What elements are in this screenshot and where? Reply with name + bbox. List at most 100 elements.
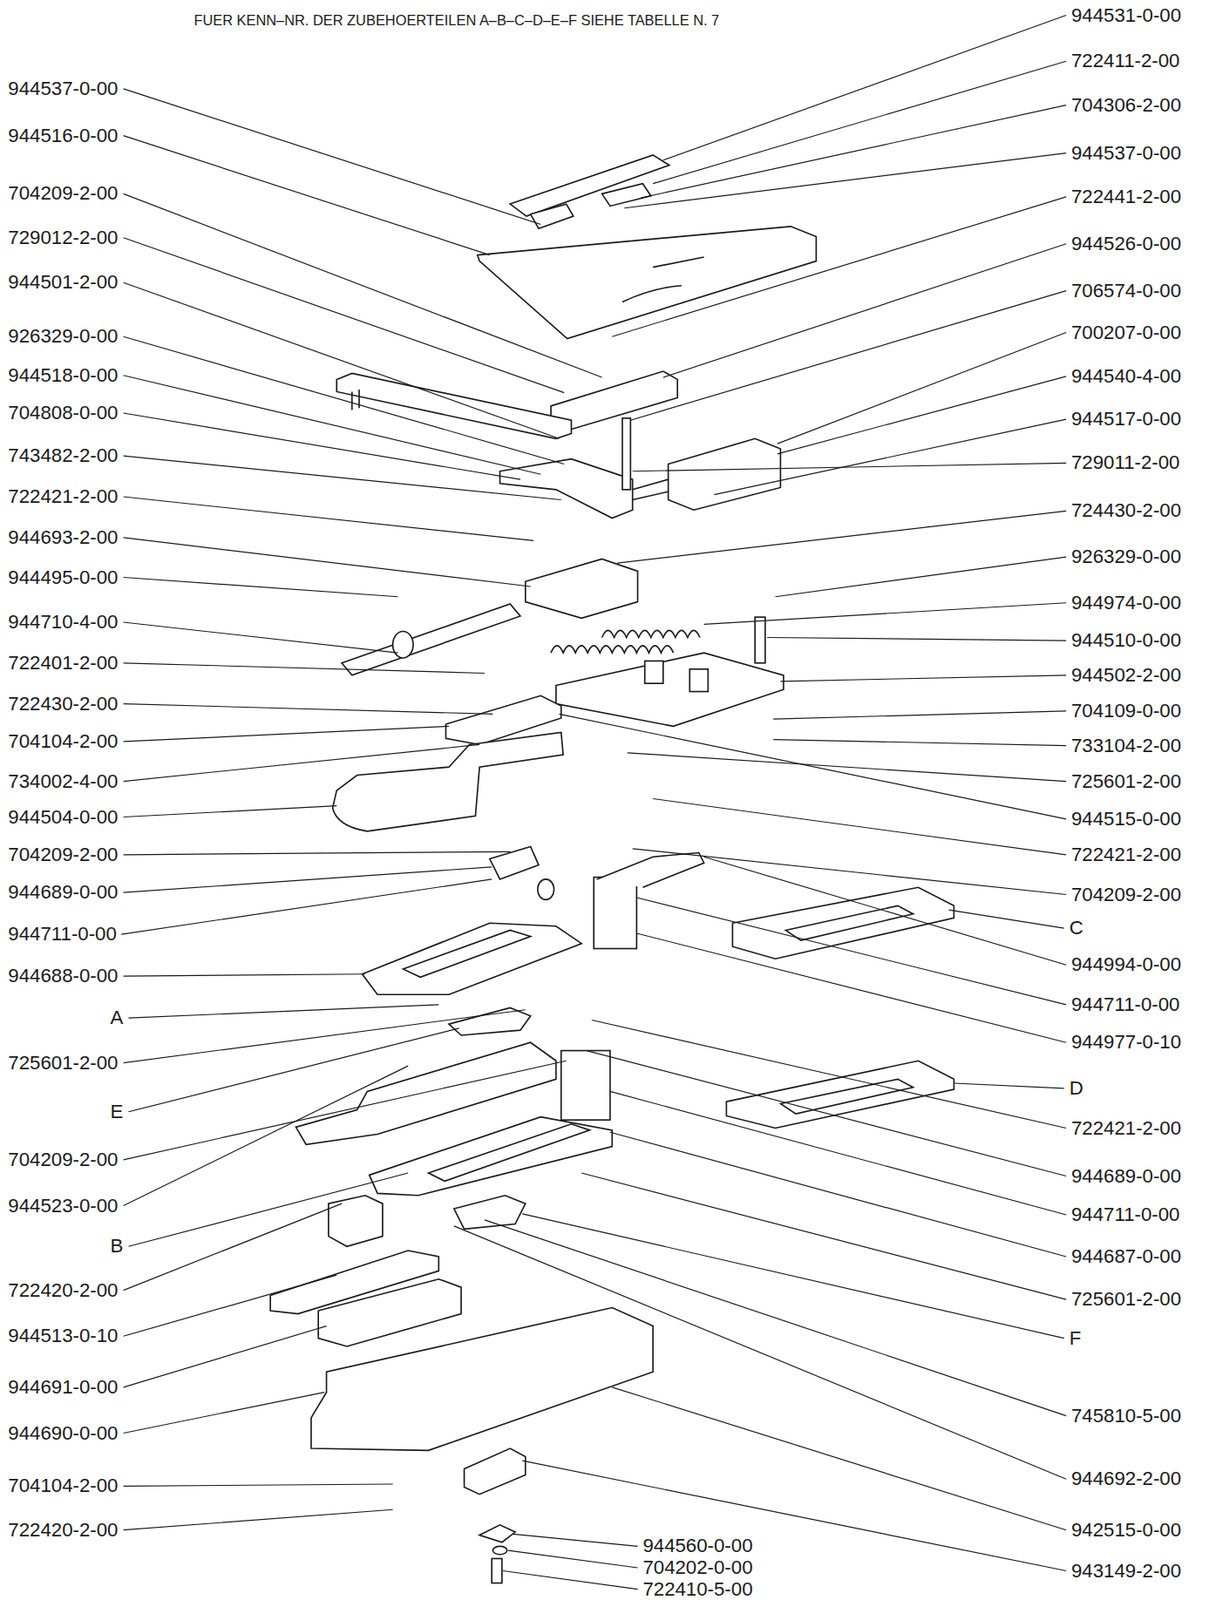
callout-number: 944515-0-00 bbox=[1071, 808, 1182, 829]
sheet-heading: FUER KENN–NR. DER ZUBEHOERTEILEN A–B–C–D… bbox=[193, 12, 720, 29]
leader-line bbox=[123, 1060, 567, 1161]
callout-number: 724430-2-00 bbox=[1071, 501, 1182, 522]
leader-line bbox=[704, 603, 1067, 625]
callout-number: 943149-2-00 bbox=[1071, 1561, 1182, 1582]
leader-line bbox=[123, 413, 521, 480]
leader-line bbox=[128, 1028, 459, 1113]
leader-line bbox=[636, 933, 1067, 1043]
callout-number: 944518-0-00 bbox=[7, 365, 118, 386]
callout-number: F bbox=[1069, 1328, 1082, 1349]
callout-number: 926329-0-00 bbox=[1071, 546, 1182, 567]
callout-number: 725601-2-00 bbox=[1071, 771, 1182, 792]
callout-number: 704109-0-00 bbox=[1071, 700, 1182, 721]
callout-number: 944687-0-00 bbox=[1071, 1246, 1182, 1267]
callout-number: 944690-0-00 bbox=[7, 1423, 118, 1444]
callout-number: 704202-0-00 bbox=[642, 1557, 753, 1578]
callout-number: 944689-0-00 bbox=[7, 882, 118, 903]
leader-line bbox=[773, 740, 1067, 747]
leader-line bbox=[636, 897, 1067, 1006]
callout-number: 743482-2-00 bbox=[7, 445, 118, 466]
callout-number: 944523-0-00 bbox=[7, 1195, 118, 1216]
callout-number: C bbox=[1069, 917, 1084, 938]
callout-number: 704104-2-00 bbox=[7, 731, 118, 752]
callout-number: 745810-5-00 bbox=[1071, 1405, 1182, 1427]
callout-number: 944495-0-00 bbox=[7, 567, 118, 588]
leader-line bbox=[123, 1392, 326, 1434]
leader-line bbox=[484, 1220, 1067, 1417]
callout-number: 722441-2-00 bbox=[1071, 186, 1182, 207]
callout-number: 944526-0-00 bbox=[1071, 233, 1182, 254]
callout-number: 729012-2-00 bbox=[7, 227, 118, 248]
callout-number: 722420-2-00 bbox=[7, 1520, 118, 1541]
callout-number: 722430-2-00 bbox=[7, 693, 118, 714]
leader-line bbox=[652, 61, 1067, 184]
callout-number: 944711-0-00 bbox=[7, 923, 116, 945]
leader-line bbox=[522, 1214, 1065, 1339]
leader-line bbox=[522, 1460, 1067, 1571]
callout-number: 704306-2-00 bbox=[1071, 95, 1182, 116]
callout-number: 722420-2-00 bbox=[7, 1280, 118, 1301]
callout-number: 944692-2-00 bbox=[1071, 1468, 1182, 1489]
leader-line bbox=[123, 851, 511, 856]
leader-line bbox=[123, 455, 562, 500]
callout-number: 725601-2-00 bbox=[7, 1052, 118, 1074]
callout-number: 722421-2-00 bbox=[1071, 1118, 1182, 1139]
leader-line bbox=[663, 15, 1067, 161]
leader-line bbox=[123, 1484, 394, 1487]
callout-number: 944710-4-00 bbox=[7, 611, 118, 632]
callout-number: D bbox=[1069, 1078, 1084, 1099]
callout-number: 944977-0-10 bbox=[1071, 1032, 1182, 1053]
callout-number: 944517-0-00 bbox=[1071, 408, 1182, 429]
leader-line bbox=[610, 1091, 1067, 1216]
leader-line bbox=[780, 675, 1067, 682]
callout-number: 706574-0-00 bbox=[1071, 280, 1182, 301]
leader-line bbox=[624, 153, 1067, 209]
callout-number: 704209-2-00 bbox=[1071, 884, 1182, 905]
leader-line bbox=[123, 1275, 338, 1337]
callout-number: 944516-0-00 bbox=[7, 125, 118, 146]
leader-line bbox=[123, 704, 494, 715]
callout-number: 944711-0-00 bbox=[1071, 1204, 1180, 1225]
leader-line bbox=[627, 753, 1067, 782]
callout-number: 944693-2-00 bbox=[7, 527, 118, 548]
callout-number: 725601-2-00 bbox=[1071, 1289, 1182, 1310]
leader-line bbox=[123, 193, 603, 378]
callout-number: 944501-2-00 bbox=[7, 272, 118, 293]
leader-line bbox=[949, 910, 1065, 929]
leader-line bbox=[123, 1010, 526, 1064]
leader-line bbox=[586, 1051, 1067, 1177]
callout-number: 734002-4-00 bbox=[7, 771, 118, 792]
leader-line bbox=[591, 1019, 1067, 1128]
callout-number: 704209-2-00 bbox=[7, 844, 118, 865]
callout-number: 722401-2-00 bbox=[7, 652, 118, 673]
leader-line bbox=[632, 849, 1067, 896]
callout-number: 944691-0-00 bbox=[7, 1377, 118, 1398]
callout-number: 944540-4-00 bbox=[1071, 366, 1182, 387]
callout-number: 944513-0-10 bbox=[7, 1326, 118, 1347]
callout-number: 944689-0-00 bbox=[1071, 1166, 1182, 1187]
callout-number: 729011-2-00 bbox=[1071, 453, 1180, 474]
leader-line bbox=[617, 510, 1067, 564]
callout-number: 722421-2-00 bbox=[7, 486, 118, 507]
leader-line bbox=[123, 496, 535, 541]
leader-line bbox=[767, 638, 1067, 642]
callout-number: 944537-0-00 bbox=[1071, 142, 1182, 164]
leader-line bbox=[123, 974, 366, 977]
leader-line bbox=[123, 806, 338, 818]
callout-number: A bbox=[109, 1007, 123, 1028]
leader-line bbox=[775, 556, 1067, 598]
callout-number: 944994-0-00 bbox=[1071, 955, 1182, 976]
leader-line bbox=[454, 1226, 1067, 1480]
callout-number: 700207-0-00 bbox=[1071, 322, 1182, 343]
callout-number: 944711-0-00 bbox=[1071, 994, 1180, 1015]
callout-number: 926329-0-00 bbox=[7, 326, 118, 347]
callout-number: 704209-2-00 bbox=[7, 1149, 118, 1170]
callout-number: 944510-0-00 bbox=[1071, 630, 1182, 651]
leader-line bbox=[123, 537, 531, 587]
leader-line bbox=[123, 663, 485, 674]
callout-number: 722410-5-00 bbox=[642, 1579, 753, 1600]
callout-number: 722421-2-00 bbox=[1071, 844, 1182, 865]
leader-line bbox=[123, 622, 399, 653]
leader-line bbox=[773, 711, 1067, 720]
